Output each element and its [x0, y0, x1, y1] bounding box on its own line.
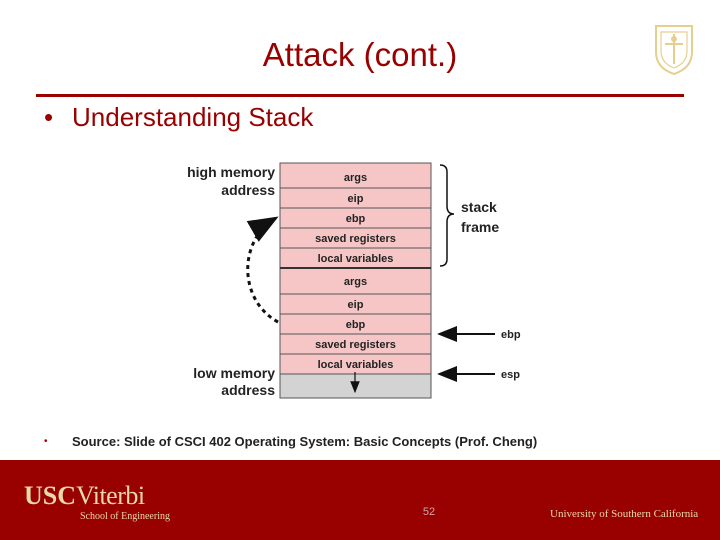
- high-memory-label-2: address: [221, 182, 275, 198]
- stack-frame-label-1: stack: [461, 199, 497, 215]
- page-number: 52: [422, 506, 436, 518]
- university-name: University of Southern California: [550, 508, 699, 520]
- logo-viterbi: Viterbi: [76, 481, 145, 510]
- footer-bar: [0, 460, 720, 540]
- title-divider: [36, 94, 684, 97]
- usc-viterbi-logo: USCViterbi: [24, 481, 145, 511]
- ebp-pointer-label: ebp: [501, 329, 521, 341]
- dashed-return-arrow: [246, 216, 279, 324]
- usc-crest-icon: [655, 25, 693, 76]
- label-upper-eip: eip: [348, 193, 364, 205]
- label-upper-ebp: ebp: [346, 213, 366, 225]
- bullet-marker: •: [44, 102, 54, 132]
- low-memory-label-2: address: [221, 382, 275, 398]
- cell-lower-args: [279, 267, 432, 295]
- school-of-engineering: School of Engineering: [80, 511, 170, 522]
- stack-frame-label-2: frame: [461, 219, 499, 235]
- label-upper-local-variables: local variables: [318, 253, 394, 265]
- label-lower-saved-registers: saved registers: [315, 339, 396, 351]
- label-upper-args: args: [344, 172, 367, 184]
- label-lower-local-variables: local variables: [318, 359, 394, 371]
- high-memory-label-1: high memory: [187, 164, 275, 180]
- slide-title: Attack (cont.): [262, 36, 458, 73]
- label-lower-args: args: [344, 276, 367, 288]
- esp-pointer-label: esp: [501, 369, 520, 381]
- stack-cells: [279, 162, 432, 399]
- label-lower-ebp: ebp: [346, 319, 366, 331]
- source-citation: Source: Slide of CSCI 402 Operating Syst…: [72, 434, 538, 449]
- bullet-understanding-stack: Understanding Stack: [72, 102, 314, 132]
- label-upper-saved-registers: saved registers: [315, 233, 396, 245]
- low-memory-label-1: low memory: [193, 365, 275, 381]
- label-lower-eip: eip: [348, 299, 364, 311]
- stack-frame-brace: [439, 164, 455, 267]
- source-bullet-marker: •: [44, 436, 48, 447]
- logo-usc: USC: [24, 481, 77, 510]
